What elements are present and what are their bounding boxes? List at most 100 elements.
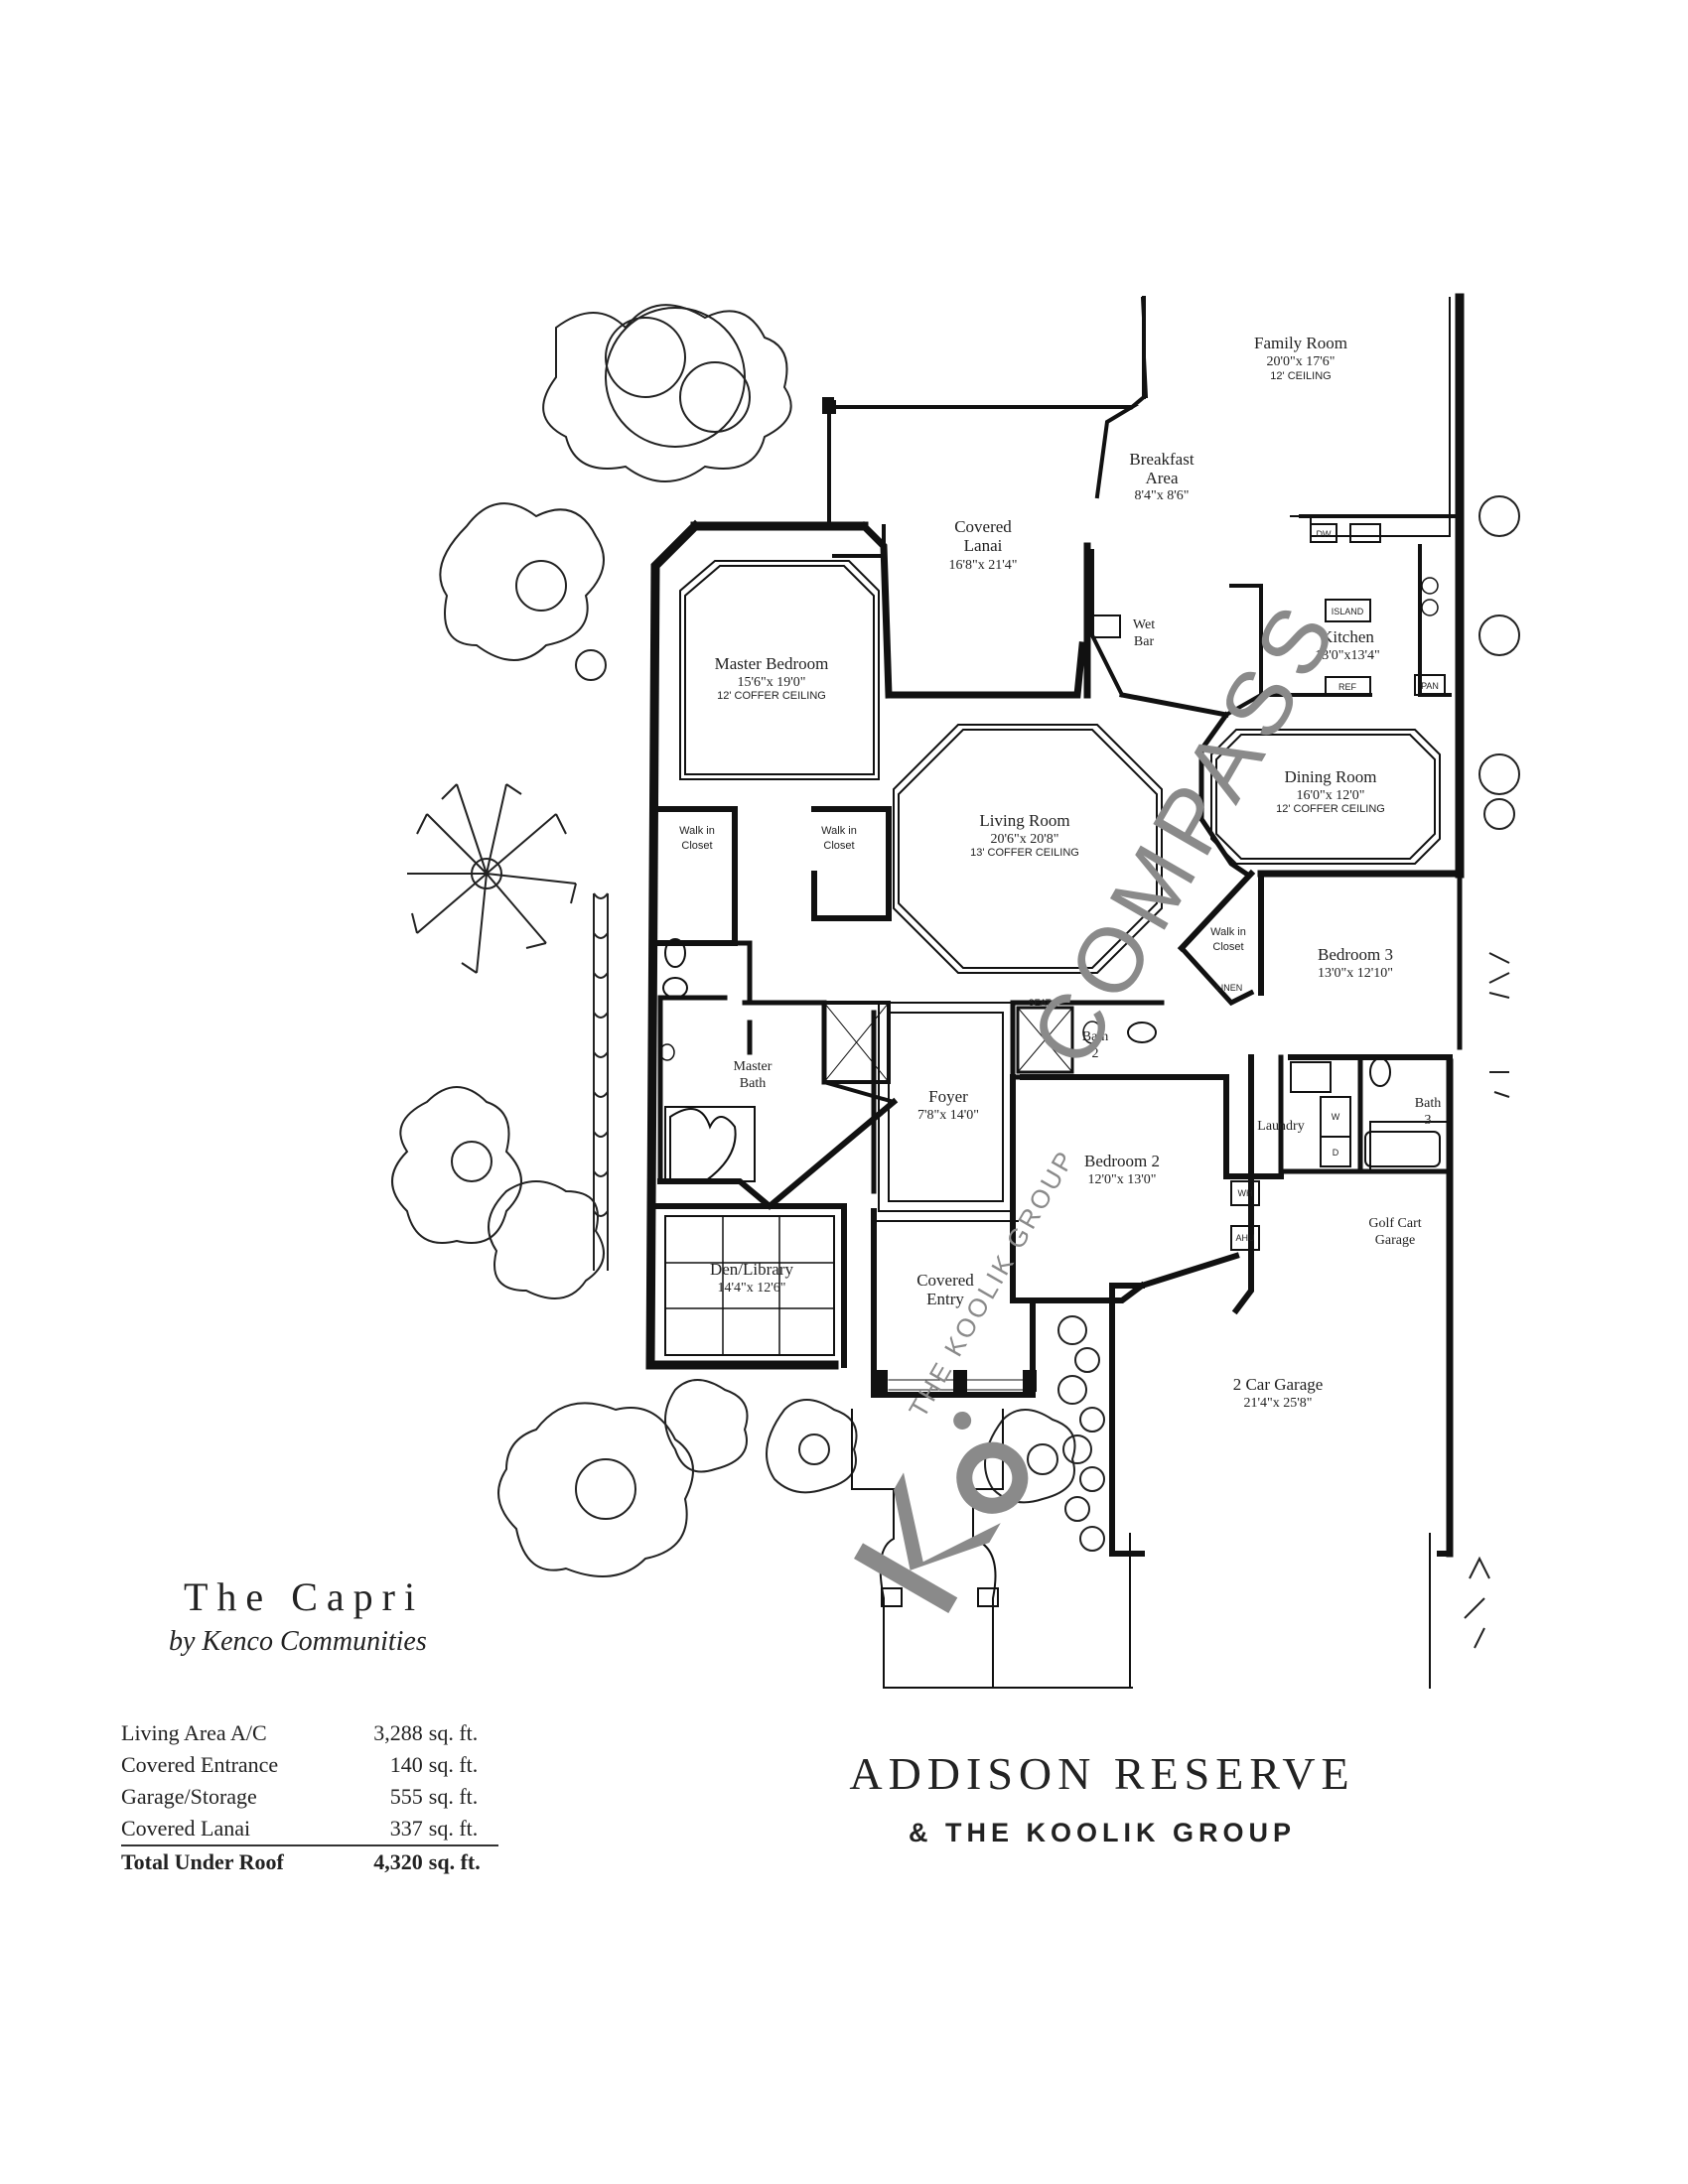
walk-in-left-1: Walk in: [679, 825, 715, 837]
bedroom3-dims: 13'0"x 12'10": [1318, 966, 1393, 981]
landscaping: [391, 304, 1520, 1649]
den-name: Den/Library: [710, 1260, 794, 1279]
plan-title: The Capri by Kenco Communities: [129, 1573, 546, 1658]
pantry-label: PAN: [1421, 681, 1439, 691]
shrub-column: [1057, 1315, 1105, 1552]
dryer-label: D: [1333, 1148, 1339, 1158]
walk-in-right-2: Closet: [823, 840, 854, 852]
dining-room-dims: 16'0"x 12'0": [1297, 788, 1365, 803]
island-label: ISLAND: [1332, 607, 1364, 616]
room-labels: Family Room 20'0"x 17'6" 12' CEILING Bre…: [679, 334, 1441, 1411]
ahu-label: AHU: [1235, 1233, 1254, 1243]
living-room-name: Living Room: [979, 811, 1069, 830]
builder-name: by Kenco Communities: [169, 1626, 427, 1657]
golf-cart-name-2: Garage: [1375, 1233, 1415, 1248]
fridge-label: REF: [1338, 682, 1357, 692]
master-bath-name-1: Master: [734, 1059, 773, 1074]
appliance-labels: DW ISLAND REF PAN SEAT LINEN WH AHU W D: [1029, 529, 1439, 1243]
washer-label: W: [1332, 1112, 1340, 1122]
hedge-left: [593, 892, 609, 1271]
area-table: Living Area A/C 3,288 sq. ft. Covered En…: [121, 1717, 498, 1878]
master-bath-name-2: Bath: [740, 1076, 766, 1091]
master-bedroom-name: Master Bedroom: [715, 654, 829, 673]
kitchen-dims: 13'0"x13'4": [1315, 648, 1379, 663]
palm-tree: [407, 783, 577, 974]
walk-in-left-2: Closet: [681, 840, 712, 852]
tree-top-left: [542, 304, 792, 482]
walk-in-bed3-1: Walk in: [1210, 926, 1246, 938]
golf-cart-name-1: Golf Cart: [1368, 1216, 1421, 1231]
breakfast-name-2: Area: [1145, 469, 1178, 487]
area-row: Garage/Storage 555 sq. ft.: [121, 1781, 498, 1813]
tree-left-2: [391, 1086, 522, 1244]
walk-in-right-1: Walk in: [821, 825, 857, 837]
bath2-name-2: 2: [1092, 1046, 1099, 1061]
master-bedroom-note: 12' COFFER CEILING: [717, 690, 826, 702]
shrub-entry-left: [766, 1399, 858, 1494]
area-label: Covered Entrance: [121, 1752, 279, 1777]
model-name: The Capri: [184, 1574, 425, 1619]
family-room-note: 12' CEILING: [1270, 370, 1331, 382]
ko-logo: [854, 1411, 1029, 1613]
covered-entry-name-2: Entry: [926, 1290, 964, 1308]
covered-entry-name-1: Covered: [916, 1271, 974, 1290]
bedroom2-dims: 12'0"x 13'0": [1088, 1172, 1157, 1187]
garage-dims: 21'4"x 25'8": [1244, 1396, 1313, 1411]
area-unit: sq. ft.: [428, 1784, 479, 1809]
master-bedroom-dims: 15'6"x 19'0": [738, 675, 806, 690]
garage-name: 2 Car Garage: [1233, 1375, 1324, 1394]
tree-left-1: [439, 502, 607, 681]
bath3-name-2: 3: [1425, 1113, 1432, 1128]
water-heater-label: WH: [1238, 1188, 1253, 1198]
area-value: 140: [389, 1752, 423, 1777]
foyer-name: Foyer: [928, 1087, 968, 1106]
wet-bar-name-2: Bar: [1134, 634, 1155, 649]
linen-label: LINEN: [1216, 983, 1243, 993]
area-unit: sq. ft.: [428, 1816, 479, 1841]
kitchen-name: Kitchen: [1321, 627, 1374, 646]
lanai-dims: 16'8"x 21'4": [949, 558, 1018, 573]
foyer-dims: 7'8"x 14'0": [917, 1108, 979, 1123]
total-unit: sq. ft.: [428, 1844, 498, 1878]
area-label: Covered Lanai: [121, 1816, 251, 1841]
dishwasher-label: DW: [1317, 529, 1332, 539]
area-unit: sq. ft.: [428, 1720, 479, 1745]
area-value: 555: [389, 1784, 423, 1809]
lanai-name-1: Covered: [954, 517, 1012, 536]
laundry-name: Laundry: [1257, 1119, 1304, 1134]
tree-left-3: [488, 1180, 605, 1299]
breakfast-name-1: Breakfast: [1129, 450, 1194, 469]
dining-room-note: 12' COFFER CEILING: [1276, 803, 1385, 815]
shrub-entry-right: [984, 1409, 1076, 1504]
total-label: Total Under Roof: [121, 1844, 284, 1878]
living-room-dims: 20'6"x 20'8": [991, 832, 1059, 847]
lanai-name-2: Lanai: [964, 536, 1003, 555]
walk-in-bed3-2: Closet: [1212, 941, 1243, 953]
bath3-name-1: Bath: [1415, 1096, 1441, 1111]
area-total-row: Total Under Roof 4,320 sq. ft.: [121, 1844, 498, 1878]
area-row: Living Area A/C 3,288 sq. ft.: [121, 1717, 498, 1749]
seat-label: SEAT: [1029, 998, 1052, 1008]
compass-watermark: COMPASS: [1012, 582, 1359, 1082]
area-value: 337: [389, 1816, 423, 1841]
brand-community: ADDISON RESERVE: [849, 1748, 1355, 1799]
wet-bar-name-1: Wet: [1133, 617, 1155, 632]
bath2-name-1: Bath: [1082, 1029, 1108, 1044]
area-value: 3,288: [373, 1720, 423, 1745]
family-room-dims: 20'0"x 17'6": [1267, 354, 1336, 369]
den-dims: 14'4"x 12'6": [718, 1281, 786, 1296]
bedroom3-name: Bedroom 3: [1318, 945, 1393, 964]
area-label: Living Area A/C: [121, 1720, 267, 1745]
area-label: Garage/Storage: [121, 1784, 257, 1809]
dining-room-name: Dining Room: [1284, 767, 1376, 786]
brand-agency: & THE KOOLIK GROUP: [908, 1818, 1296, 1847]
area-unit: sq. ft.: [428, 1752, 479, 1777]
total-value: 4,320: [283, 1844, 429, 1878]
brand-block: ADDISON RESERVE & THE KOOLIK GROUP: [755, 1747, 1450, 1848]
living-room-note: 13' COFFER CEILING: [970, 847, 1079, 859]
shrubs-right: [1464, 495, 1520, 1649]
tree-bottom-left: [497, 1379, 749, 1577]
breakfast-dims: 8'4"x 8'6": [1135, 488, 1190, 503]
area-row: Covered Lanai 337 sq. ft.: [121, 1813, 498, 1845]
